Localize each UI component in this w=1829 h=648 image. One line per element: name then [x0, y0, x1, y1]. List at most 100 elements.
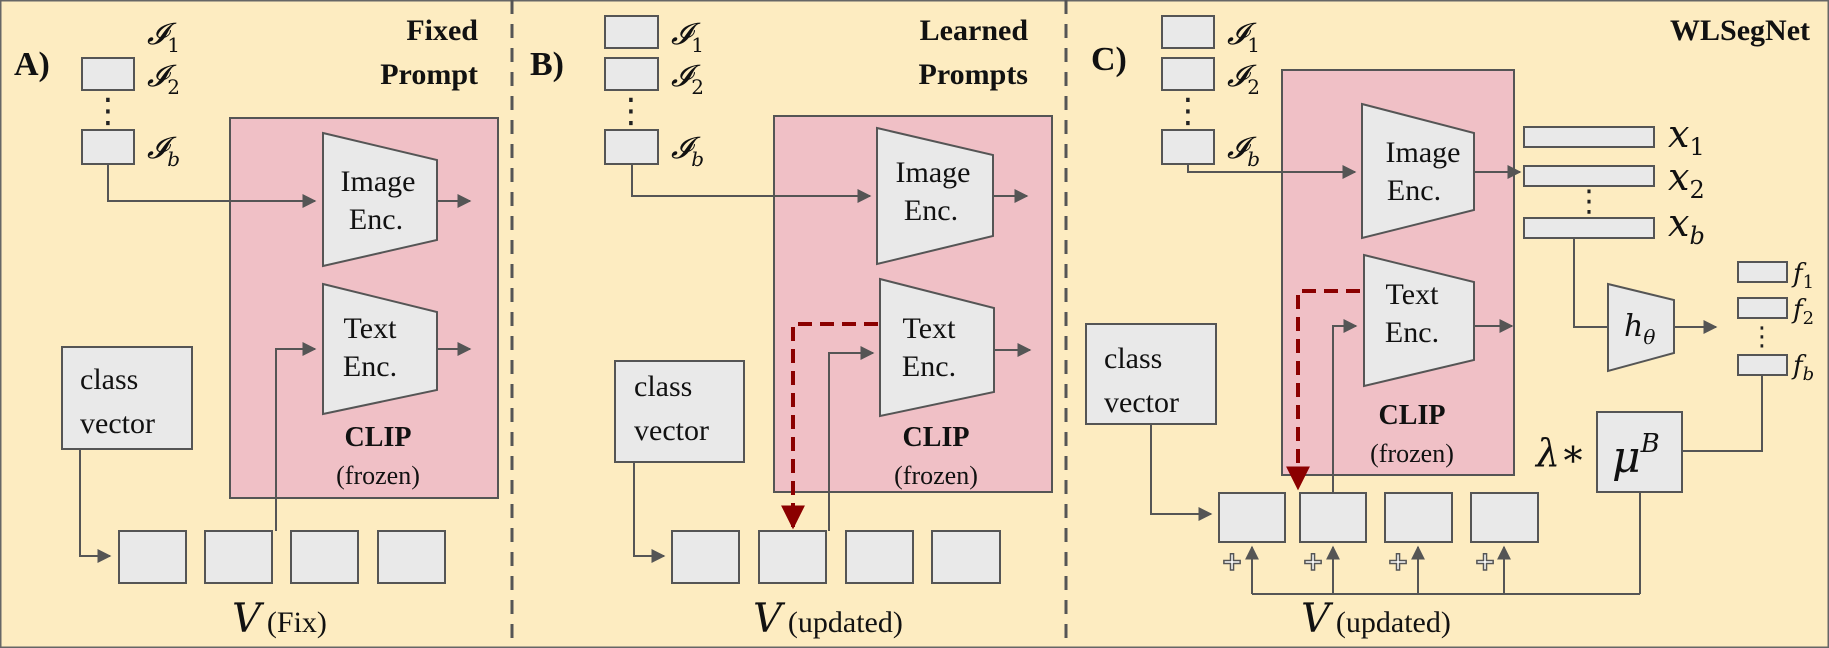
panel-b-clip-note: (frozen) — [894, 461, 978, 490]
panel-c-feature-1 — [1523, 126, 1655, 148]
panel-a-text-encoder-line1: Text — [344, 312, 398, 345]
panel-c-class-vector — [1085, 323, 1217, 425]
panel-a-image-encoder — [322, 131, 438, 268]
panel-c-v-block-2 — [1299, 492, 1367, 543]
panel-c-plus-icon-1: + — [1221, 547, 1243, 577]
panel-c-plus-icon-4: + — [1474, 547, 1496, 577]
panel-c-input-image-b — [1161, 129, 1215, 165]
panel-a-image-connector — [107, 164, 317, 208]
panel-c-feature-label-2: x2 — [1668, 155, 1705, 204]
panel-a-clip-label: CLIP — [345, 422, 412, 453]
panel-c-mu-label: μB — [1612, 429, 1660, 483]
panel-a-dots-vertical: ⋮ — [91, 91, 125, 131]
panel-a-v-block-1 — [118, 530, 187, 584]
panel-c-input-image-1 — [1161, 15, 1215, 49]
panel-a: A) Fixed Prompt ⋮ 𝓘1 𝓘2 𝓘b Image Enc. Te… — [14, 14, 499, 642]
panel-b-text-encoder-line1: Text — [903, 312, 957, 345]
panel-b-clip-label: CLIP — [903, 422, 970, 453]
panel-b-image-encoder-line1: Image — [896, 156, 971, 189]
panel-a-v-block-2 — [204, 530, 273, 584]
panel-c-input-image-2 — [1161, 57, 1215, 91]
panel-a-image-encoder-line1: Image — [341, 165, 416, 198]
panel-c-feature-2 — [1523, 165, 1655, 187]
panel-c-feature-label-1: x1 — [1668, 112, 1705, 161]
panel-b-class-vector-line1: class — [634, 370, 692, 403]
panel-a-v-block-3 — [290, 530, 359, 584]
panel-b-image-encoder-line2: Enc. — [904, 194, 958, 227]
panel-c: C) WLSegNet ⋮ 𝓘1 𝓘2 𝓘b Image Enc. Text E… — [1085, 14, 1814, 642]
panel-a-input-image-2 — [81, 57, 135, 91]
panel-c-scale-label: λ∗ — [1534, 431, 1586, 475]
panel-c-v-block-4 — [1470, 492, 1539, 543]
panel-a-title-line1: Fixed — [406, 14, 478, 47]
panel-b-text-encoder — [879, 277, 995, 418]
panel-c-image-encoder-line1: Image — [1386, 136, 1461, 169]
panel-a-input-image-b — [81, 129, 135, 165]
panel-c-projector-label: hθ — [1624, 309, 1655, 349]
panel-c-output-2 — [1737, 297, 1788, 319]
panel-b-title-line2: Prompts — [919, 58, 1028, 91]
panel-a-class-vector-connector — [79, 449, 112, 563]
panel-c-text-encoder-line1: Text — [1386, 278, 1440, 311]
panel-b-v-block-1 — [671, 530, 740, 584]
panel-c-clip-label: CLIP — [1379, 400, 1446, 431]
panel-b-v-label: V(updated) — [753, 596, 903, 642]
panel-c-class-vector-line1: class — [1104, 342, 1162, 375]
panel-a-class-vector-line2: vector — [80, 407, 155, 440]
panel-c-title: WLSegNet — [1670, 14, 1810, 47]
panel-c-letter: C) — [1091, 41, 1127, 78]
panel-c-v-label: V(updated) — [1301, 596, 1451, 642]
panel-c-text-encoder-line2: Enc. — [1385, 316, 1439, 349]
panel-c-v-block-1 — [1218, 492, 1286, 543]
panel-b-input-image-b — [604, 129, 659, 165]
panel-a-image-encoder-line2: Enc. — [349, 203, 403, 236]
panel-b-image-encoder — [876, 126, 994, 266]
panel-b-input-image-2 — [604, 57, 659, 91]
panel-a-text-encoder — [322, 282, 438, 416]
panel-b-dots-vertical: ⋮ — [614, 91, 648, 131]
panel-c-image-encoder — [1361, 102, 1475, 240]
panel-c-output-dots: ⋮ — [1749, 322, 1775, 352]
panel-c-input-label-b: 𝓘b — [1227, 131, 1260, 171]
panel-c-feature-to-projector-connector — [1573, 238, 1608, 328]
panel-c-clip-note: (frozen) — [1370, 439, 1454, 468]
panel-b-letter: B) — [530, 46, 564, 83]
panel-c-class-vector-connector — [1150, 424, 1213, 521]
panel-c-output-1 — [1737, 261, 1788, 283]
panel-c-projector — [1607, 282, 1675, 373]
panel-c-v-to-text-connector — [1332, 319, 1358, 493]
panel-b-class-vector-connector — [633, 462, 666, 563]
panel-b-class-vector — [614, 360, 745, 463]
panel-c-v-block-3 — [1384, 492, 1453, 543]
panel-a-v-block-4 — [377, 530, 446, 584]
panel-a-v-label: V(Fix) — [232, 596, 327, 642]
panel-c-class-vector-line2: vector — [1104, 386, 1179, 419]
panel-c-plus-icon-3: + — [1387, 547, 1409, 577]
panel-a-title-line2: Prompt — [380, 58, 478, 91]
panel-b-class-vector-line2: vector — [634, 414, 709, 447]
panel-c-output-b — [1737, 354, 1788, 376]
panel-a-letter: A) — [14, 46, 50, 83]
panel-c-plus-icon-2: + — [1302, 547, 1324, 577]
panel-b-text-encoder-line2: Enc. — [902, 350, 956, 383]
panel-b-image-connector — [631, 164, 872, 203]
panel-c-image-encoder-line2: Enc. — [1387, 174, 1441, 207]
panel-b-v-block-3 — [845, 530, 914, 584]
panel-b-v-to-text-connector — [828, 346, 875, 531]
panel-b-title-line1: Learned — [920, 14, 1029, 47]
panel-a-input-label-1: 𝓘1 — [147, 17, 180, 57]
panel-b-input-image-1 — [604, 15, 659, 49]
panel-c-feature-b — [1523, 217, 1655, 239]
panel-a-v-to-text-connector — [275, 342, 317, 531]
panel-a-text-encoder-line2: Enc. — [343, 350, 397, 383]
panel-b-v-block-2 — [758, 530, 827, 584]
panel-c-feature-label-b: xb — [1668, 201, 1705, 250]
panel-b-gradient-arrow — [781, 322, 878, 530]
panel-c-output-to-mu-connector — [1682, 375, 1763, 452]
panel-c-dots-vertical: ⋮ — [1171, 91, 1205, 131]
panel-c-feature-dots: ⋮ — [1574, 184, 1604, 219]
panel-a-class-vector — [61, 346, 193, 450]
panel-c-image-connector — [1187, 164, 1357, 179]
panel-a-clip-note: (frozen) — [336, 461, 420, 490]
